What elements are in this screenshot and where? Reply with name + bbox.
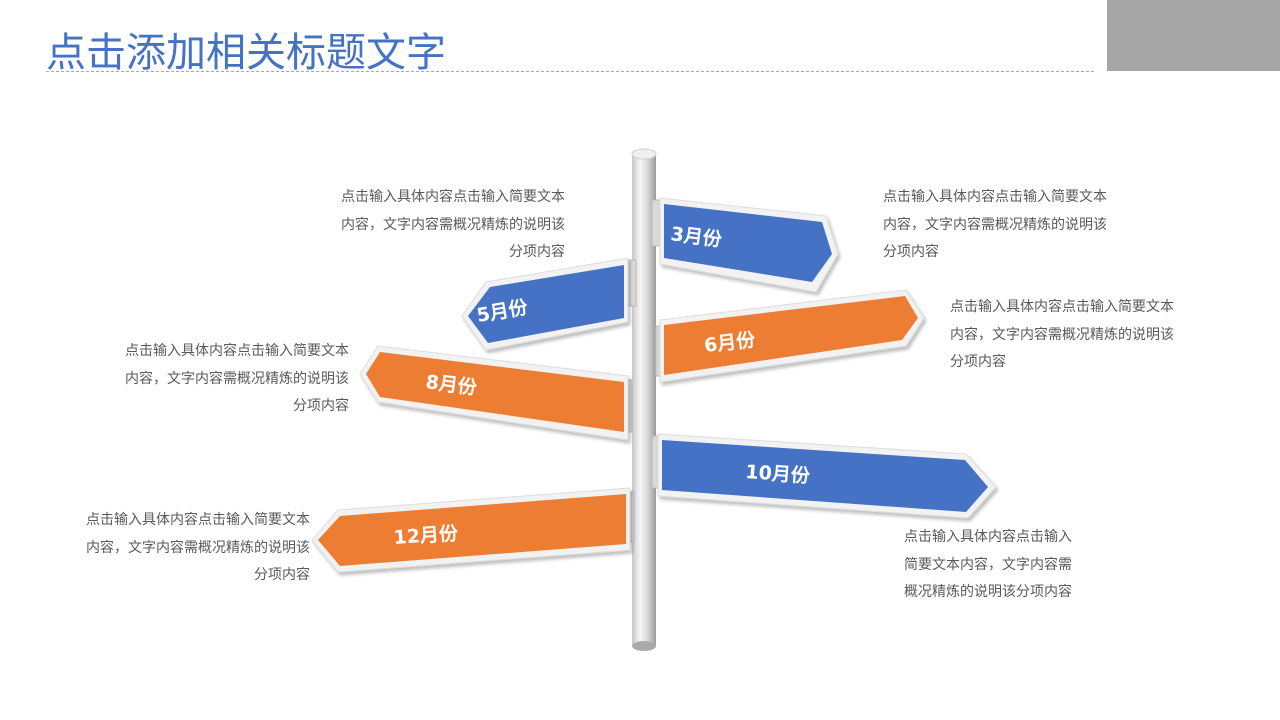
- description-line: 点击输入具体内容点击输入简要文本: [883, 189, 1107, 205]
- description-line: 点击输入具体内容点击输入简要文本: [125, 343, 349, 359]
- sign-10[interactable]: [662, 440, 988, 512]
- sign-3[interactable]: [664, 204, 832, 282]
- description-line: 分项内容: [509, 244, 565, 260]
- description-3: 点击输入具体内容点击输入简要文本 内容，文字内容需概况精炼的说明该 分项内容: [250, 184, 565, 267]
- description-line: 概况精炼的说明该分项内容: [904, 584, 1072, 600]
- description-6: 点击输入具体内容点击输入简要文本 内容，文字内容需概况精炼的说明该 分项内容: [950, 294, 1280, 377]
- description-10: 点击输入具体内容点击输入 简要文本内容，文字内容需 概况精炼的说明该分项内容: [904, 524, 1104, 607]
- title-divider: [46, 71, 1094, 72]
- description-line: 分项内容: [950, 354, 1006, 370]
- description-line: 点击输入具体内容点击输入简要文本: [341, 189, 565, 205]
- sign-6[interactable]: [664, 296, 918, 375]
- sign-12[interactable]: [318, 494, 626, 566]
- description-line: 点击输入具体内容点击输入: [904, 529, 1072, 545]
- sign-label-12: 12月份: [393, 521, 460, 549]
- description-line: 分项内容: [254, 567, 310, 583]
- description-line: 点击输入具体内容点击输入简要文本: [86, 512, 310, 528]
- description-line: 分项内容: [883, 244, 939, 260]
- description-8: 点击输入具体内容点击输入简要文本 内容，文字内容需概况精炼的说明该 分项内容: [34, 338, 349, 421]
- description-line: 内容，文字内容需概况精炼的说明该: [125, 370, 349, 387]
- sign-5[interactable]: [468, 265, 624, 343]
- corner-decoration: [1107, 0, 1280, 71]
- description-line: 内容，文字内容需概况精炼的说明该: [86, 539, 310, 556]
- description-line: 点击输入具体内容点击输入简要文本: [950, 299, 1174, 315]
- description-line: 内容，文字内容需概况精炼的说明该: [341, 216, 565, 233]
- description-12: 点击输入具体内容点击输入简要文本 内容，文字内容需概况精炼的说明该 分项内容: [0, 507, 310, 590]
- description-line: 简要文本内容，文字内容需: [904, 556, 1072, 573]
- sign-label-10: 10月份: [745, 460, 812, 488]
- sign-8[interactable]: [366, 352, 624, 432]
- description-line: 内容，文字内容需概况精炼的说明该: [950, 326, 1174, 343]
- description-line: 内容，文字内容需概况精炼的说明该: [883, 216, 1107, 233]
- description-5: 点击输入具体内容点击输入简要文本 内容，文字内容需概况精炼的说明该 分项内容: [883, 184, 1213, 267]
- description-line: 分项内容: [293, 398, 349, 414]
- page-title: 点击添加相关标题文字: [46, 30, 446, 76]
